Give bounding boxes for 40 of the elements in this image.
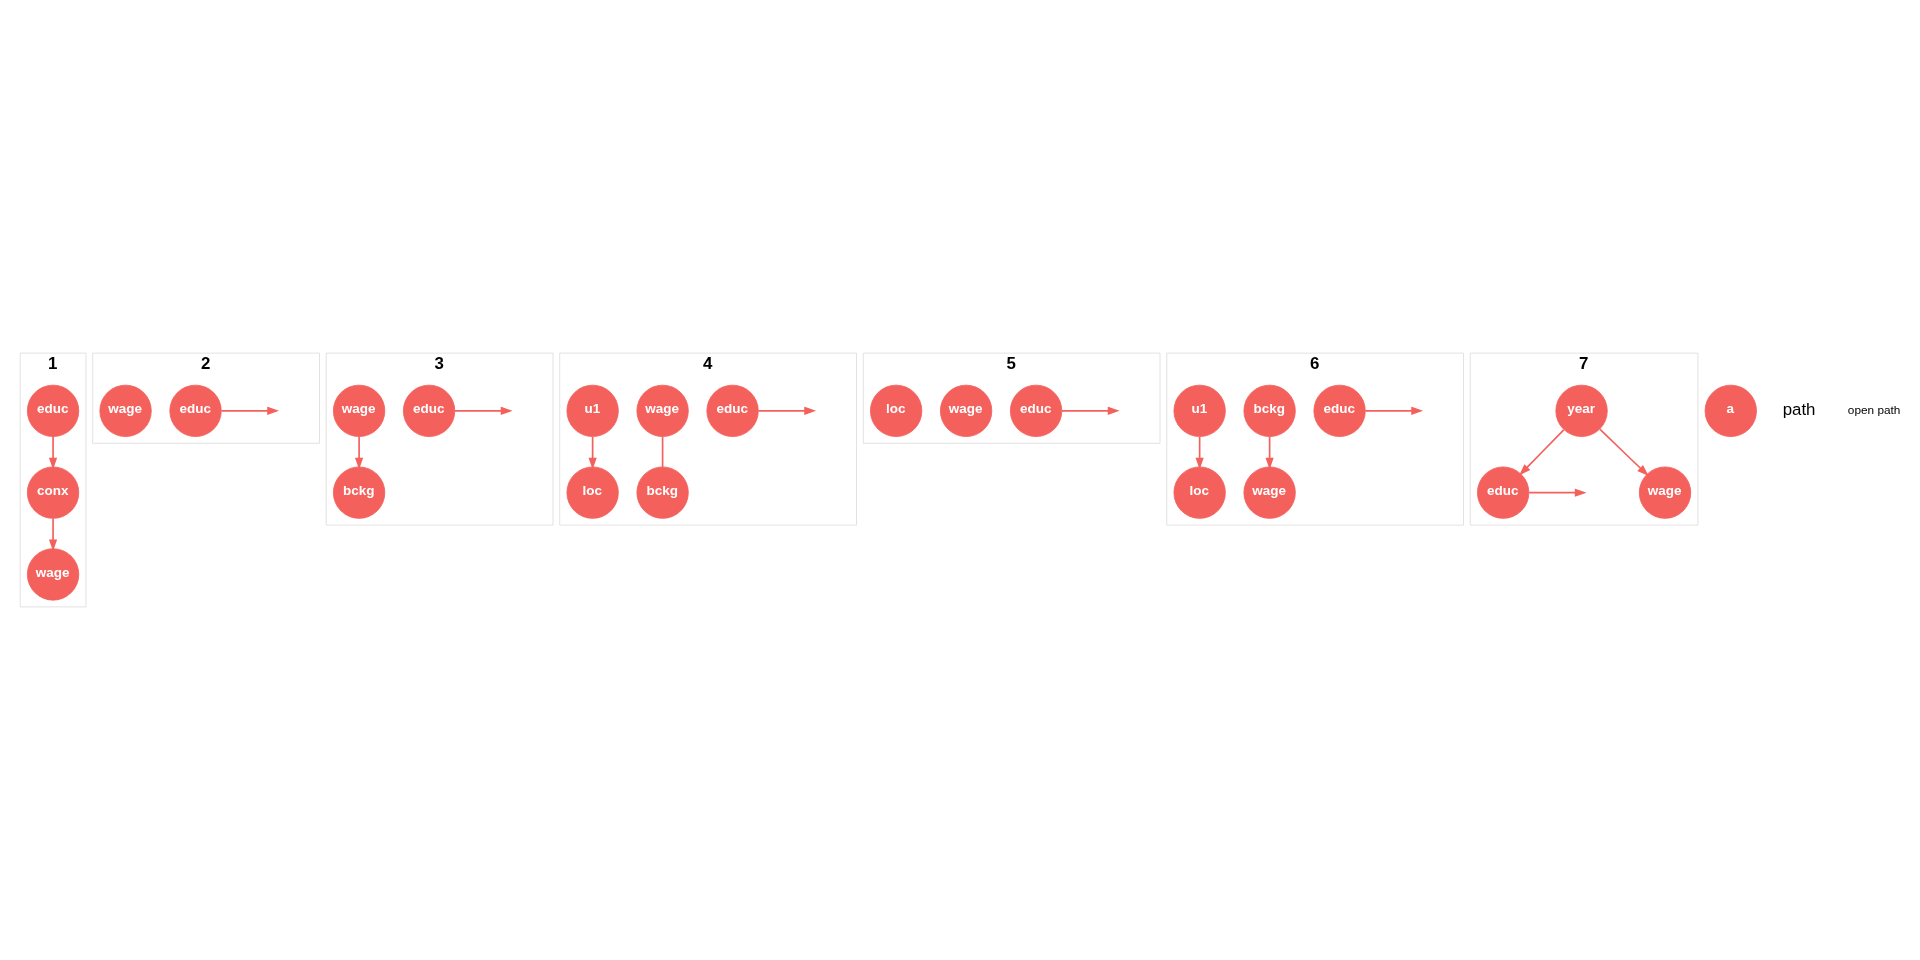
arrow: [1599, 428, 1649, 477]
arrow: [588, 435, 597, 470]
node-circle: loc: [1173, 466, 1226, 519]
arrow: [1528, 488, 1587, 497]
node-circle: loc: [870, 384, 923, 437]
node-circle: wage: [1243, 466, 1296, 519]
node-circle: wage: [636, 384, 689, 437]
node-circle: wage: [332, 384, 386, 437]
arrow: [1061, 406, 1120, 415]
arrow: [48, 435, 58, 470]
legend-label: open path: [1847, 402, 1901, 417]
node-circle: year: [1555, 384, 1608, 437]
arrow: [1195, 435, 1204, 470]
node-circle: u1: [566, 384, 619, 437]
node-circle: educ: [26, 384, 80, 437]
arrow: [220, 406, 280, 415]
arrow: [354, 435, 364, 470]
node-circle: educ: [169, 384, 222, 437]
node-circle: bckg: [636, 466, 689, 519]
connector: [661, 435, 664, 468]
node-circle: wage: [26, 548, 80, 601]
node-circle: educ: [402, 384, 456, 437]
arrow: [1265, 435, 1274, 470]
arrow: [1519, 429, 1565, 476]
node-circle: educ: [706, 384, 759, 437]
node-circle: u1: [1173, 384, 1226, 437]
node-circle: educ: [1313, 384, 1366, 437]
node-circle: wage: [940, 384, 993, 437]
node-circle: educ: [1009, 384, 1063, 437]
arrow: [757, 406, 817, 415]
arrow: [1364, 406, 1424, 415]
node-circle: loc: [566, 466, 619, 519]
node-circle: wage: [99, 384, 152, 437]
arrow: [48, 517, 58, 552]
node-circle: bckg: [332, 466, 386, 519]
label: path: [1782, 400, 1816, 420]
arrow: [454, 406, 513, 415]
node-circle: a: [1704, 384, 1757, 437]
node-circle: conx: [26, 466, 80, 519]
node-circle: bckg: [1243, 384, 1296, 437]
